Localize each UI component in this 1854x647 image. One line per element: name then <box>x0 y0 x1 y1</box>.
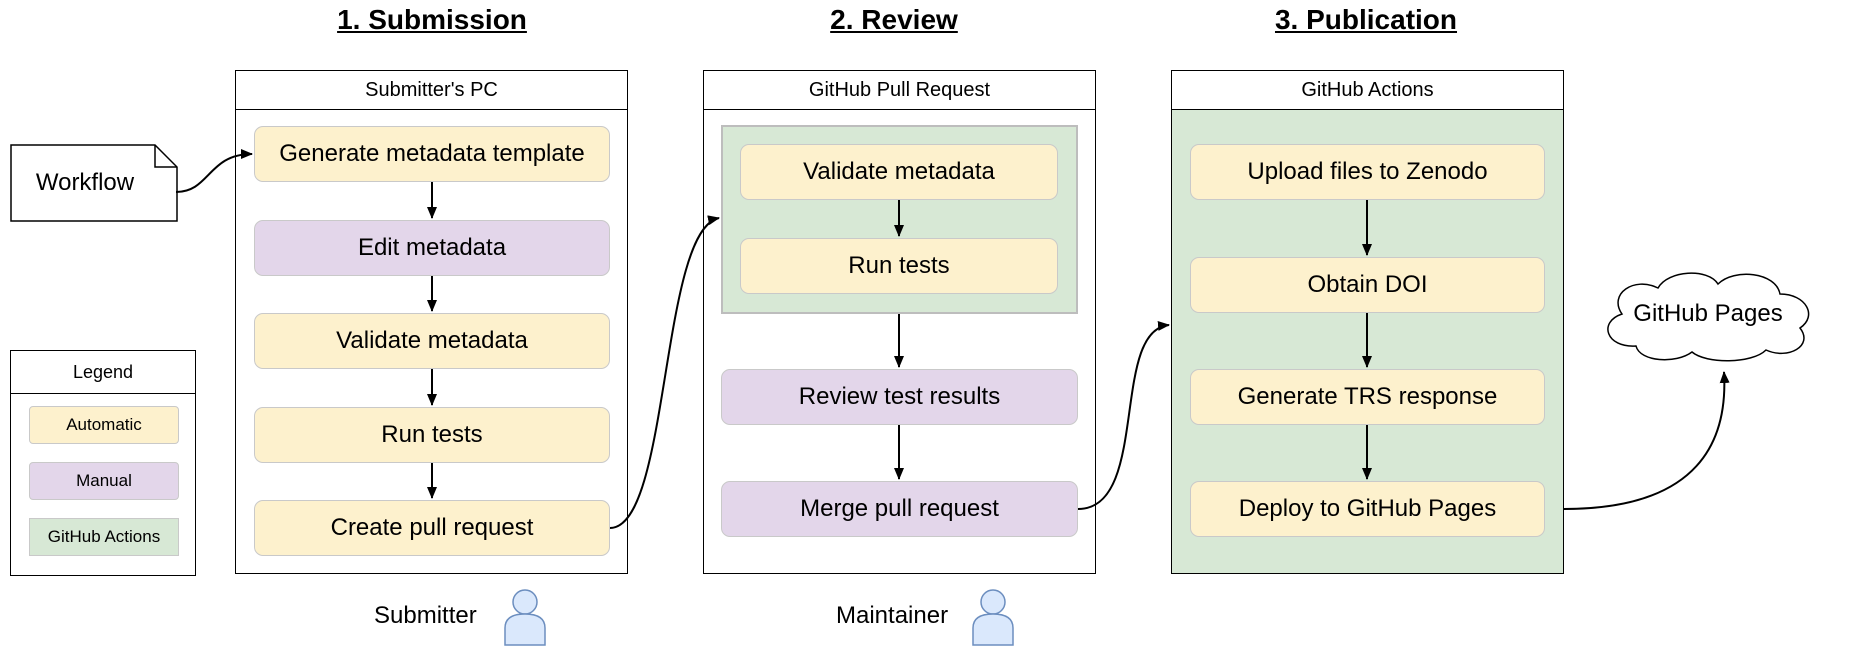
submitter-person-icon <box>504 589 546 646</box>
workflow-document-shape <box>10 144 178 222</box>
arrow-deploy-to-pages <box>1563 371 1730 510</box>
step-generate-metadata-template: Generate metadata template <box>254 126 610 182</box>
section-title-submission: 1. Submission <box>337 4 527 35</box>
github-pages-cloud-shape <box>1607 272 1810 362</box>
role-submitter-label: Submitter <box>374 602 477 629</box>
step-generate-trs-response: Generate TRS response <box>1190 369 1545 425</box>
step-create-pull-request: Create pull request <box>254 500 610 556</box>
step-edit-metadata: Edit metadata <box>254 220 610 276</box>
legend-title: Legend <box>11 351 195 394</box>
step-merge-pull-request: Merge pull request <box>721 481 1078 537</box>
legend-manual: Manual <box>29 462 179 500</box>
panel-header-submitters-pc: Submitter's PC <box>236 71 627 110</box>
github-pages-label: GitHub Pages <box>1633 300 1783 327</box>
section-title-publication: 3. Publication <box>1274 4 1458 35</box>
legend-automatic: Automatic <box>29 406 179 444</box>
workflow-document-label: Workflow <box>35 169 135 196</box>
arrow-workflow-to-generate <box>175 149 253 193</box>
panel-header-github-actions: GitHub Actions <box>1172 71 1563 110</box>
role-maintainer-label: Maintainer <box>836 602 949 629</box>
step-run-tests-pr: Run tests <box>740 238 1058 294</box>
step-validate-metadata-local: Validate metadata <box>254 313 610 369</box>
legend-github-actions: GitHub Actions <box>29 518 179 556</box>
step-run-tests-local: Run tests <box>254 407 610 463</box>
step-obtain-doi: Obtain DOI <box>1190 257 1545 313</box>
arrow-createpr-to-pullrequest <box>609 215 720 529</box>
maintainer-person-icon <box>972 589 1014 646</box>
step-deploy-to-github-pages: Deploy to GitHub Pages <box>1190 481 1545 537</box>
step-validate-metadata-pr: Validate metadata <box>740 144 1058 200</box>
arrow-merge-to-actions <box>1077 320 1170 510</box>
section-title-review: 2. Review <box>830 4 958 35</box>
panel-header-github-pull-request: GitHub Pull Request <box>704 71 1095 110</box>
step-review-test-results: Review test results <box>721 369 1078 425</box>
step-upload-files-to-zenodo: Upload files to Zenodo <box>1190 144 1545 200</box>
